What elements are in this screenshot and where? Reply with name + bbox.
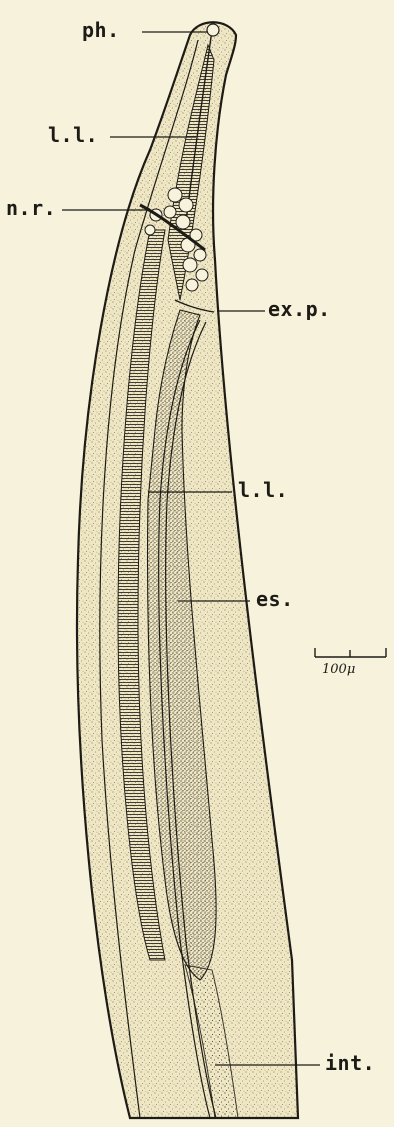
label-lateral-line-top: l.l. [48, 123, 98, 147]
label-excretory-pore: ex.p. [268, 297, 331, 321]
mouth-opening [207, 24, 219, 36]
label-esophagus: es. [256, 587, 294, 611]
scale-bar-label: 100μ [322, 662, 355, 677]
scale-bar [315, 648, 386, 657]
label-intestine: int. [325, 1051, 375, 1075]
label-nerve-ring: n.r. [6, 196, 56, 220]
label-pharynx: ph. [82, 18, 120, 42]
label-lateral-line-mid: l.l. [238, 478, 288, 502]
